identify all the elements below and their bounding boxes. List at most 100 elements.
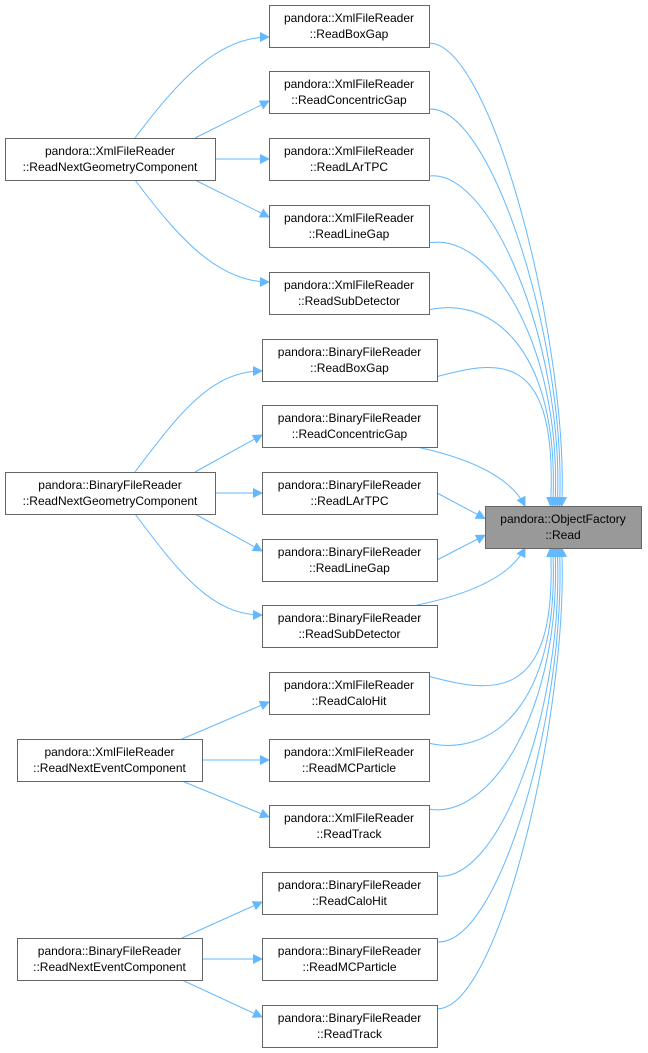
node-box[interactable] [269,672,430,715]
node-box[interactable] [262,405,438,448]
node-label-method: ::ReadSubDetector [298,627,400,641]
node-xml-geo[interactable]: pandora::XmlFileReader::ReadNextGeometry… [5,138,216,181]
node-box[interactable] [262,339,438,382]
node-label-method: ::ReadBoxGap [310,27,389,41]
node-xml-linegap[interactable]: pandora::XmlFileReader::ReadLineGap [269,205,430,248]
node-bin-geo[interactable]: pandora::BinaryFileReader::ReadNextGeome… [5,472,216,515]
node-box[interactable] [485,506,642,549]
node-box[interactable] [269,805,430,848]
edges-layer [134,32,568,1018]
node-label-class: pandora::XmlFileReader [284,11,414,25]
node-xml-boxgap[interactable]: pandora::XmlFileReader::ReadBoxGap [269,5,430,48]
edge-bin-evt-to-bin-calohit [181,901,263,939]
node-label-class: pandora::BinaryFileReader [278,878,421,892]
edge-xml-linegap-to-target [423,241,561,507]
node-label-class: pandora::BinaryFileReader [278,478,421,492]
node-label-class: pandora::XmlFileReader [284,144,414,158]
node-bin-linegap[interactable]: pandora::BinaryFileReader::ReadLineGap [262,539,438,582]
node-label-class: pandora::BinaryFileReader [38,478,181,492]
node-box[interactable] [262,605,438,648]
node-label-method: ::ReadNextEventComponent [33,761,186,775]
edge-xml-calohit-to-target [423,547,556,687]
edge-xml-geo-to-xml-linegap [194,179,270,218]
node-xml-lartpc[interactable]: pandora::XmlFileReader::ReadLArTPC [269,138,430,181]
edge-bin-geo-to-bin-linegap [194,513,263,552]
node-label-method: ::ReadCaloHit [312,894,387,908]
edge-bin-calohit-to-target [431,547,563,877]
node-bin-lartpc[interactable]: pandora::BinaryFileReader::ReadLArTPC [262,472,438,515]
edge-xml-concgap-to-target [423,108,565,507]
node-xml-evt[interactable]: pandora::XmlFileReader::ReadNextEventCom… [17,739,203,782]
node-label-class: pandora::XmlFileReader [284,77,414,91]
edge-xml-boxgap-to-target [423,42,568,507]
node-box[interactable] [262,872,438,915]
edge-bin-geo-to-bin-subdet [134,513,263,620]
edge-xml-geo-to-xml-boxgap [134,32,270,139]
node-label-method: ::ReadConcentricGap [291,93,407,107]
node-bin-boxgap[interactable]: pandora::BinaryFileReader::ReadBoxGap [262,339,438,382]
node-xml-calohit[interactable]: pandora::XmlFileReader::ReadCaloHit [269,672,430,715]
edge-bin-track-to-target [431,547,568,1010]
node-bin-evt[interactable]: pandora::BinaryFileReader::ReadNextEvent… [17,938,203,981]
edge-xml-geo-to-xml-subdet [134,179,270,287]
node-box[interactable] [17,739,203,782]
node-box[interactable] [5,472,216,515]
node-label-method: ::ReadBoxGap [310,361,389,375]
node-box[interactable] [269,71,430,114]
node-label-method: ::ReadNextGeometryComponent [23,494,198,508]
edge-bin-mcp-to-target [431,547,565,943]
node-xml-subdet[interactable]: pandora::XmlFileReader::ReadSubDetector [269,272,430,315]
node-box[interactable] [5,138,216,181]
node-label-method: ::ReadSubDetector [298,294,400,308]
node-bin-subdet[interactable]: pandora::BinaryFileReader::ReadSubDetect… [262,605,438,648]
edge-bin-concgap-to-target [416,446,526,507]
edge-xml-subdet-to-target [423,307,559,507]
edge-xml-lartpc-to-target [423,175,563,507]
node-label-class: pandora::BinaryFileReader [38,944,181,958]
node-bin-track[interactable]: pandora::BinaryFileReader::ReadTrack [262,1005,438,1048]
node-label-method: ::ReadTrack [317,827,383,841]
node-box[interactable] [269,272,430,315]
node-xml-track[interactable]: pandora::XmlFileReader::ReadTrack [269,805,430,848]
edge-xml-evt-to-xml-calohit [181,700,270,740]
node-box[interactable] [17,938,203,981]
node-label-method: ::ReadLArTPC [310,494,388,508]
node-label-class: pandora::BinaryFileReader [278,411,421,425]
edge-xml-track-to-target [423,547,561,811]
node-label-class: pandora::ObjectFactory [500,512,625,526]
nodes-layer: pandora::ObjectFactory::Readpandora::Xml… [5,5,642,1048]
node-label-class: pandora::BinaryFileReader [278,944,421,958]
node-box[interactable] [262,1005,438,1048]
node-box[interactable] [269,5,430,48]
node-box[interactable] [262,472,438,515]
node-box[interactable] [269,205,430,248]
node-label-method: ::ReadTrack [317,1027,383,1041]
node-label-method: ::ReadMCParticle [302,761,396,775]
edge-bin-geo-to-bin-concgap [194,434,263,473]
node-label-method: ::ReadNextGeometryComponent [23,160,198,174]
node-label-class: pandora::XmlFileReader [284,211,414,225]
node-label-method: ::ReadLineGap [309,561,390,575]
node-label-class: pandora::BinaryFileReader [278,545,421,559]
node-bin-concgap[interactable]: pandora::BinaryFileReader::ReadConcentri… [262,405,438,448]
node-label-class: pandora::XmlFileReader [44,745,174,759]
edge-bin-lartpc-to-target [436,492,486,519]
node-label-class: pandora::XmlFileReader [284,278,414,292]
edge-xml-geo-to-xml-concgap [194,100,270,139]
edge-bin-subdet-to-target [416,547,526,606]
node-xml-mcp[interactable]: pandora::XmlFileReader::ReadMCParticle [269,739,430,782]
node-box[interactable] [269,739,430,782]
node-box[interactable] [269,138,430,181]
node-label-method: ::ReadLArTPC [310,160,388,174]
node-label-method: ::ReadLineGap [309,227,390,241]
node-xml-concgap[interactable]: pandora::XmlFileReader::ReadConcentricGa… [269,71,430,114]
node-bin-calohit[interactable]: pandora::BinaryFileReader::ReadCaloHit [262,872,438,915]
node-box[interactable] [262,539,438,582]
node-label-class: pandora::BinaryFileReader [278,611,421,625]
node-label-class: pandora::XmlFileReader [284,745,414,759]
node-target[interactable]: pandora::ObjectFactory::Read [485,506,642,549]
node-box[interactable] [262,938,438,981]
node-bin-mcp[interactable]: pandora::BinaryFileReader::ReadMCParticl… [262,938,438,981]
edge-bin-evt-to-bin-track [181,979,263,1018]
